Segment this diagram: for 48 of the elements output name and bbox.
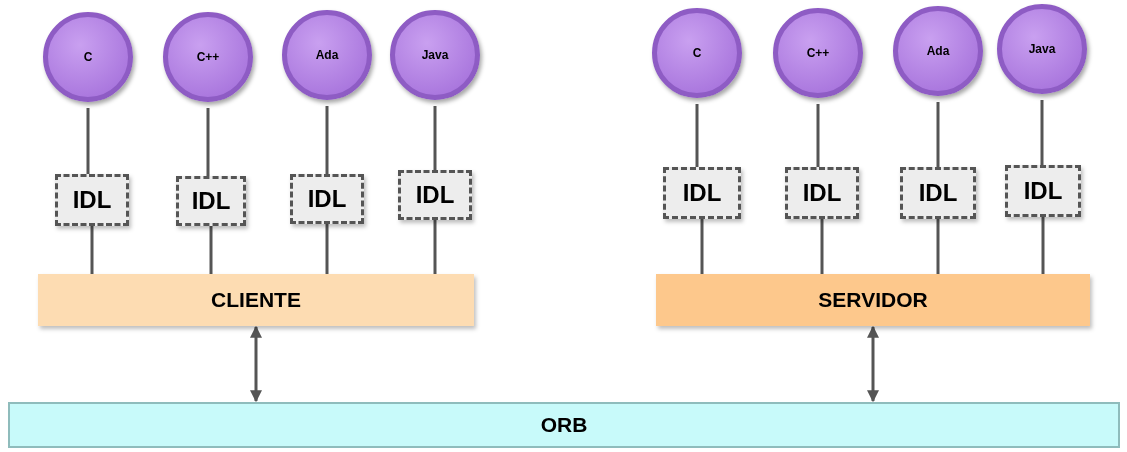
node-label: IDL [802,178,842,208]
double-arrow [867,325,879,403]
connector-line [816,104,820,167]
node-label: C++ [806,45,830,62]
idl-box [1005,165,1081,217]
connector-line [936,219,940,274]
node-label: C++ [196,49,220,66]
node-label: ORB [540,412,588,439]
connector-line [433,220,437,274]
node-label: IDL [1023,176,1063,206]
idl-box [785,167,859,219]
connector-line [325,224,329,274]
connector-line [209,226,213,274]
connector-line [206,108,210,176]
connector-line [86,108,90,174]
node-label: IDL [682,178,722,208]
node-label: Ada [926,43,950,60]
node-label: Ada [315,47,339,64]
idl-box [663,167,741,219]
connector-line [695,104,699,167]
connector-line [1041,217,1045,274]
server-bar [656,274,1090,326]
node-label: Java [1028,41,1056,58]
connector-line [820,219,824,274]
idl-box [290,174,364,224]
node-label: C [692,45,702,62]
connector-line [325,106,329,174]
node-label: C [83,49,93,66]
node-label: IDL [72,185,112,215]
node-label: CLIENTE [211,287,301,314]
node-label: SERVIDOR [818,287,928,314]
idl-box [900,167,976,219]
orb-bar [8,402,1120,448]
node-label: IDL [307,184,347,214]
node-label: IDL [191,186,231,216]
connector-line [1040,100,1044,165]
node-label: IDL [415,180,455,210]
double-arrow [250,325,262,403]
client-bar [38,274,474,326]
idl-box [55,174,129,226]
node-label: IDL [918,178,958,208]
connector-line [433,106,437,170]
connector-line [936,102,940,167]
idl-box [398,170,472,220]
node-label: Java [421,47,449,64]
connector-line [90,226,94,274]
connector-line [700,219,704,274]
idl-box [176,176,246,226]
